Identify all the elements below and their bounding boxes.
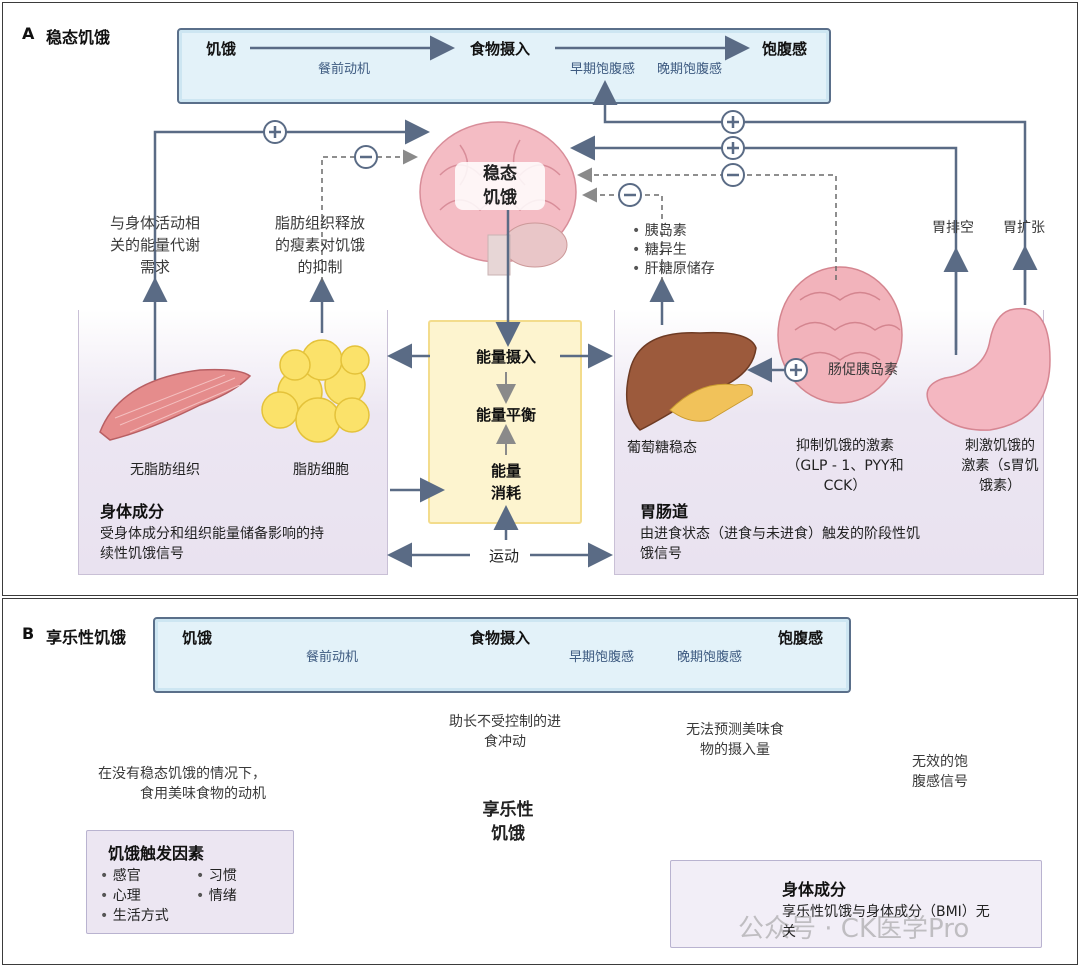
ineffective-satiety-text: 无效的饱 腹感信号	[912, 754, 968, 790]
triggers-col2: 习惯 情绪	[196, 866, 237, 906]
fat-cells-illustration	[261, 339, 370, 443]
liver-illustration	[625, 331, 757, 431]
trigger-emotion: 情绪	[196, 886, 237, 906]
flow-box-a	[177, 28, 831, 104]
liver-item-gluconeogenesis: 糖异生	[632, 241, 715, 260]
trigger-sensory: 感官	[100, 866, 169, 886]
exercise-label: 运动	[488, 547, 519, 565]
liver-item-glycogen: 肝糖原储存	[632, 260, 715, 279]
energy-balance: 能量平衡	[475, 406, 536, 424]
trigger-habit: 习惯	[196, 866, 237, 886]
leptin-text: 脂肪组织释放 的瘦素对饥饿 的抑制	[274, 214, 365, 276]
lean-tissue-label: 无脂肪组织	[130, 462, 200, 478]
muscle-illustration	[99, 368, 252, 441]
flow-a-intake: 食物摄入	[470, 40, 531, 58]
triggers-title: 饥饿触发因素	[108, 844, 205, 863]
body-composition-b-box	[670, 860, 1042, 948]
energy-balance-box	[428, 320, 582, 524]
liver-item-insulin: 胰岛素	[632, 222, 715, 241]
gi-tract-text: 由进食状态（进食与未进食）触发的阶段性饥 饿信号	[640, 526, 920, 562]
flow-b-premeal: 餐前动机	[306, 650, 359, 665]
trigger-psychological: 心理	[100, 886, 169, 906]
energy-expenditure: 能量 消耗	[490, 462, 521, 502]
flow-b-early: 早期饱腹感	[569, 650, 635, 665]
panel-b-title: 享乐性饥饿	[46, 628, 127, 647]
watermark: 公众号 · CK医学Pro	[738, 914, 970, 944]
stimulatory-hormones-label: 刺激饥饿的 激素（s胃饥 饿素）	[961, 438, 1039, 494]
motivation-text: 在没有稳态饥饿的情况下， 食用美味食物的动机	[98, 766, 266, 802]
inhibitory-hormones-label: 抑制饥饿的激素 （GLP - 1、PYY和 CCK）	[786, 438, 904, 494]
flow-a-satiety: 饱腹感	[762, 40, 808, 58]
flow-b-hunger: 饥饿	[182, 629, 213, 647]
fat-cells-label: 脂肪细胞	[293, 462, 349, 478]
flow-a-premeal: 餐前动机	[318, 62, 371, 77]
activity-text: 与身体活动相 关的能量代谢 需求	[109, 214, 200, 276]
flow-b-late: 晚期饱腹感	[677, 650, 743, 665]
flow-box-b	[153, 617, 851, 693]
trigger-lifestyle: 生活方式	[100, 906, 169, 926]
triggers-col1: 感官 心理 生活方式	[100, 866, 169, 926]
stomach-a-illustration	[926, 307, 1051, 431]
flow-a-early: 早期饱腹感	[570, 62, 636, 77]
flow-a-late: 晚期饱腹感	[657, 62, 723, 77]
panel-b-label: B	[22, 624, 35, 643]
unpredictable-text: 无法预测美味食 物的摄入量	[686, 722, 784, 758]
brain-b-label: 享乐性 饥饿	[458, 798, 558, 846]
glucose-homeostasis-label: 葡萄糖稳态	[627, 440, 697, 456]
panel-a-label: A	[22, 24, 35, 43]
flow-b-satiety: 饱腹感	[778, 629, 824, 647]
body-composition-b-title: 身体成分	[782, 880, 847, 899]
energy-intake: 能量摄入	[475, 348, 536, 366]
gastric-emptying: 胃排空	[932, 220, 974, 236]
impulse-text: 助长不受控制的进 食冲动	[449, 714, 561, 750]
body-composition-text: 受身体成分和组织能量储备影响的持 续性饥饿信号	[100, 526, 324, 562]
panel-a-title: 稳态饥饿	[46, 28, 111, 47]
flow-a-hunger: 饥饿	[206, 40, 237, 58]
intestines-illustration	[777, 266, 903, 404]
gastric-distension: 胃扩张	[1003, 220, 1045, 236]
flow-b-intake: 食物摄入	[470, 629, 531, 647]
incretin-label: 肠促胰岛素	[828, 362, 898, 378]
liver-list: 胰岛素 糖异生 肝糖原储存	[632, 222, 715, 279]
body-composition-b-text: 享乐性饥饿与身体成分（BMI）无 关	[782, 904, 990, 940]
body-composition-title: 身体成分	[100, 502, 165, 521]
brain-a-label: 稳态 饥饿	[455, 162, 545, 210]
gi-tract-title: 胃肠道	[640, 502, 689, 521]
